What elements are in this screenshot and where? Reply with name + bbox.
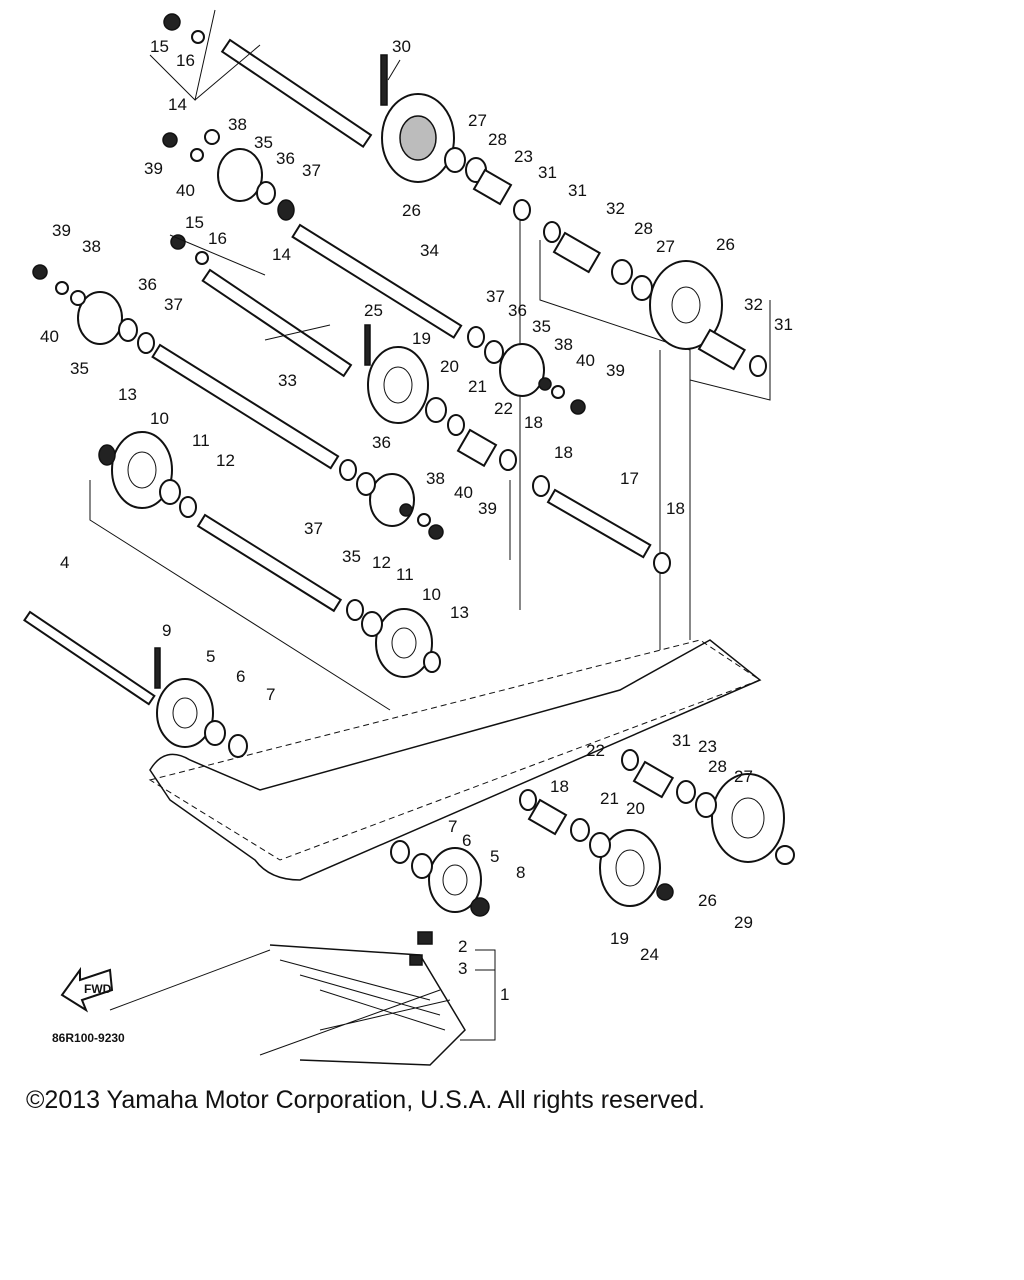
- callout-16: 16: [176, 51, 195, 70]
- callout-40: 40: [40, 327, 59, 346]
- callout-29: 29: [734, 913, 753, 932]
- callout-13: 13: [450, 603, 469, 622]
- callout-12: 12: [216, 451, 235, 470]
- callout-28: 28: [708, 757, 727, 776]
- callout-6: 6: [462, 831, 471, 850]
- callout-40: 40: [454, 483, 473, 502]
- leader-lines: [109, 9, 496, 1041]
- callout-32: 32: [744, 295, 763, 314]
- callout-36: 36: [276, 149, 295, 168]
- copyright-notice: ©2013 Yamaha Motor Corporation, U.S.A. A…: [26, 1086, 705, 1114]
- fwd-arrow: FWD: [60, 966, 114, 1013]
- callout-39: 39: [478, 499, 497, 518]
- track: [259, 931, 466, 1066]
- callout-18: 18: [554, 443, 573, 462]
- callout-28: 28: [488, 130, 507, 149]
- callout-35: 35: [254, 133, 273, 152]
- callout-37: 37: [486, 287, 505, 306]
- callout-4: 4: [60, 553, 69, 572]
- callout-7: 7: [448, 817, 457, 836]
- callout-16: 16: [208, 229, 227, 248]
- callout-11: 11: [396, 565, 414, 584]
- callout-5: 5: [490, 847, 499, 866]
- callout-5: 5: [206, 647, 215, 666]
- callout-labels: 15 16 14 30 27 28 23 31 26 38 35 36 37 3…: [40, 37, 793, 1004]
- wheels: [77, 93, 785, 913]
- callout-33: 33: [278, 371, 297, 390]
- callout-3: 3: [458, 959, 467, 978]
- callout-39: 39: [144, 159, 163, 178]
- callout-18: 18: [550, 777, 569, 796]
- callout-37: 37: [164, 295, 183, 314]
- callout-18: 18: [666, 499, 685, 518]
- callout-30: 30: [392, 37, 411, 56]
- callout-14: 14: [168, 95, 187, 114]
- callout-21: 21: [468, 377, 487, 396]
- callout-35: 35: [70, 359, 89, 378]
- callout-26: 26: [402, 201, 421, 220]
- callout-27: 27: [468, 111, 487, 130]
- callout-15: 15: [185, 213, 204, 232]
- callout-10: 10: [422, 585, 441, 604]
- callout-34: 34: [420, 241, 439, 260]
- callout-6: 6: [236, 667, 245, 686]
- callout-25: 25: [364, 301, 383, 320]
- frame-rails: [89, 200, 771, 881]
- callout-36: 36: [372, 433, 391, 452]
- callout-23: 23: [514, 147, 533, 166]
- callout-37: 37: [302, 161, 321, 180]
- callout-23: 23: [698, 737, 717, 756]
- callout-40: 40: [176, 181, 195, 200]
- callout-19: 19: [610, 929, 629, 948]
- callout-18: 18: [524, 413, 543, 432]
- callout-31: 31: [538, 163, 557, 182]
- fwd-label: FWD: [84, 982, 112, 996]
- callout-22: 22: [586, 741, 605, 760]
- shafts: [23, 38, 652, 706]
- callout-38: 38: [426, 469, 445, 488]
- callout-15: 15: [150, 37, 169, 56]
- callout-36: 36: [508, 301, 527, 320]
- part-code: 86R100-9230: [52, 1031, 125, 1045]
- callout-21: 21: [600, 789, 619, 808]
- callout-35: 35: [532, 317, 551, 336]
- callout-20: 20: [626, 799, 645, 818]
- callout-14: 14: [272, 245, 291, 264]
- callout-31: 31: [568, 181, 587, 200]
- callout-27: 27: [734, 767, 753, 786]
- callout-37: 37: [304, 519, 323, 538]
- callout-22: 22: [494, 399, 513, 418]
- callout-28: 28: [634, 219, 653, 238]
- callout-35: 35: [342, 547, 361, 566]
- callout-39: 39: [52, 221, 71, 240]
- callout-31: 31: [774, 315, 793, 334]
- exploded-parts-diagram: FWD 15 16 14 30 27 28 23 31 26 38 35 36 …: [23, 9, 795, 1066]
- callout-32: 32: [606, 199, 625, 218]
- callout-39: 39: [606, 361, 625, 380]
- callout-27: 27: [656, 237, 675, 256]
- callout-26: 26: [698, 891, 717, 910]
- callout-10: 10: [150, 409, 169, 428]
- callout-9: 9: [162, 621, 171, 640]
- callout-38: 38: [82, 237, 101, 256]
- callout-31: 31: [672, 731, 691, 750]
- callout-26: 26: [716, 235, 735, 254]
- small-parts: [32, 13, 795, 917]
- callout-13: 13: [118, 385, 137, 404]
- callout-19: 19: [412, 329, 431, 348]
- callout-8: 8: [516, 863, 525, 882]
- callout-20: 20: [440, 357, 459, 376]
- callout-38: 38: [554, 335, 573, 354]
- callout-7: 7: [266, 685, 275, 704]
- callout-38: 38: [228, 115, 247, 134]
- callout-17: 17: [620, 469, 639, 488]
- callout-12: 12: [372, 553, 391, 572]
- callout-24: 24: [640, 945, 659, 964]
- callout-11: 11: [192, 431, 210, 450]
- callout-1: 1: [500, 985, 509, 1004]
- callout-2: 2: [458, 937, 467, 956]
- callout-36: 36: [138, 275, 157, 294]
- callout-40: 40: [576, 351, 595, 370]
